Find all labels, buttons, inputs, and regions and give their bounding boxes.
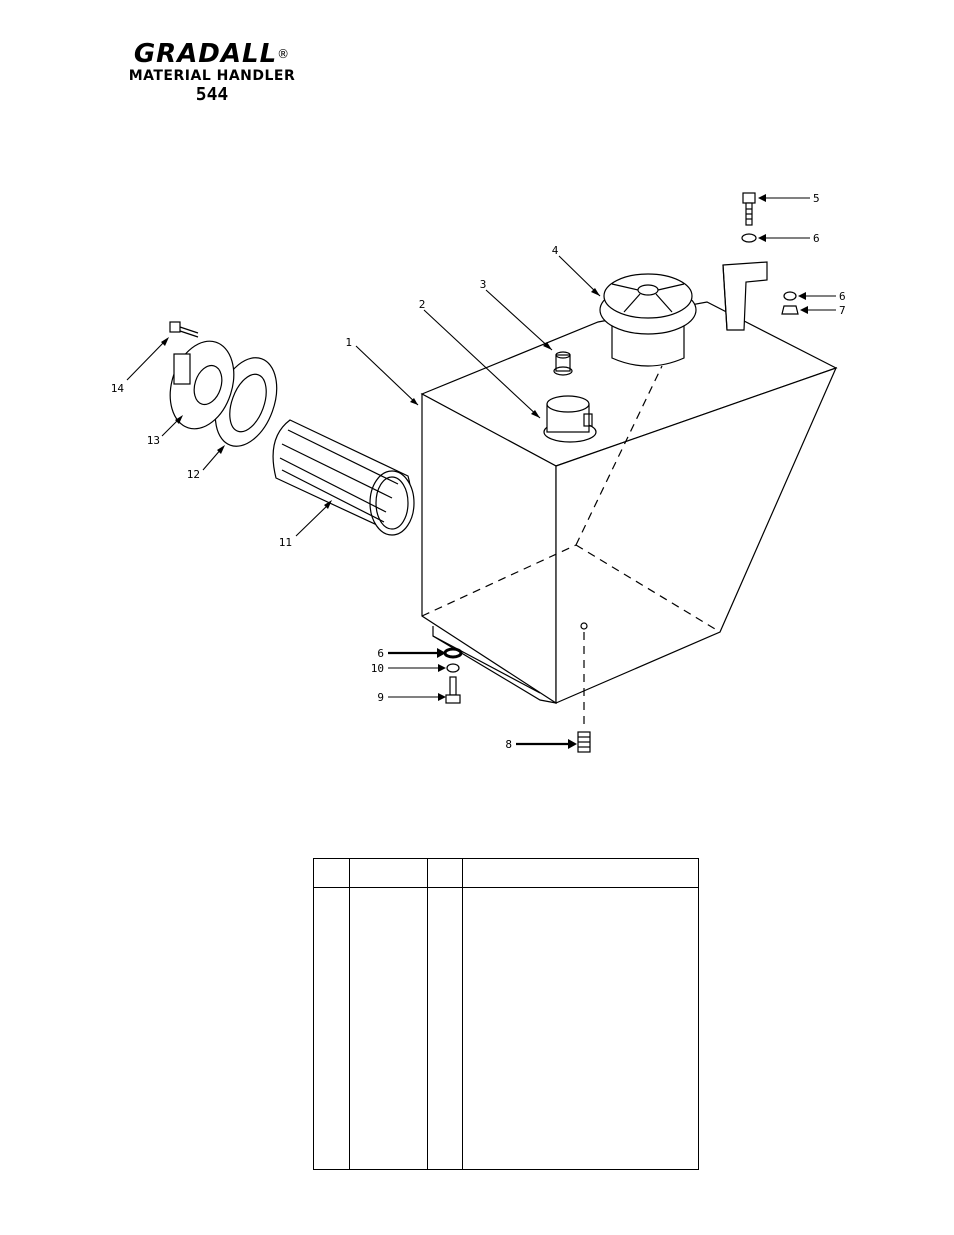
bolt-lower — [445, 676, 461, 704]
registered-mark: ® — [277, 47, 291, 61]
washer-top — [741, 233, 757, 243]
breather-filter-cap — [599, 273, 697, 367]
callout-6-top: 6 — [813, 232, 820, 245]
callout-7: 7 — [839, 304, 846, 317]
callout-2: 2 — [419, 298, 426, 311]
callout-5: 5 — [813, 192, 820, 205]
hydraulic-tank — [420, 301, 838, 725]
hydraulic-tank-exploded-diagram: 1 2 3 4 5 6 6 7 6 10 9 8 11 12 13 14 — [111, 192, 846, 753]
column-divider-item — [349, 859, 350, 1169]
callout-6-lower: 6 — [377, 647, 384, 660]
model-number: 544 — [195, 84, 229, 105]
drain-plug — [577, 622, 591, 753]
flange-cover — [169, 340, 235, 430]
lock-washer-lower — [446, 663, 460, 673]
tank-fitting — [553, 351, 573, 376]
callout-10: 10 — [371, 662, 384, 675]
callout-11: 11 — [279, 536, 292, 549]
parts-list-table — [313, 858, 699, 1170]
callout-6-right: 6 — [839, 290, 846, 303]
callout-3: 3 — [480, 278, 487, 291]
callout-14: 14 — [111, 382, 125, 395]
callout-12: 12 — [187, 468, 200, 481]
flange-bolt — [169, 321, 199, 338]
callout-4: 4 — [552, 244, 559, 257]
gradall-logo: GRADALL® MATERIAL HANDLER 544 — [112, 40, 312, 106]
nut-right — [781, 305, 799, 315]
bolt-top — [742, 192, 756, 226]
washer-lower — [443, 647, 463, 659]
brand-name: GRADALL® — [112, 40, 312, 68]
washer-right — [783, 291, 797, 301]
mounting-bracket — [722, 261, 768, 331]
callout-13: 13 — [147, 434, 160, 447]
brand-text: GRADALL — [133, 39, 278, 69]
column-divider-part-number — [427, 859, 428, 1169]
product-line: MATERIAL HANDLER — [128, 68, 296, 84]
callout-9: 9 — [377, 691, 384, 704]
table-header-rule — [314, 887, 698, 888]
suction-strainer — [272, 419, 415, 536]
filler-cap — [543, 395, 597, 443]
callout-1: 1 — [345, 336, 352, 349]
callout-8: 8 — [505, 738, 512, 751]
column-divider-quantity — [462, 859, 463, 1169]
